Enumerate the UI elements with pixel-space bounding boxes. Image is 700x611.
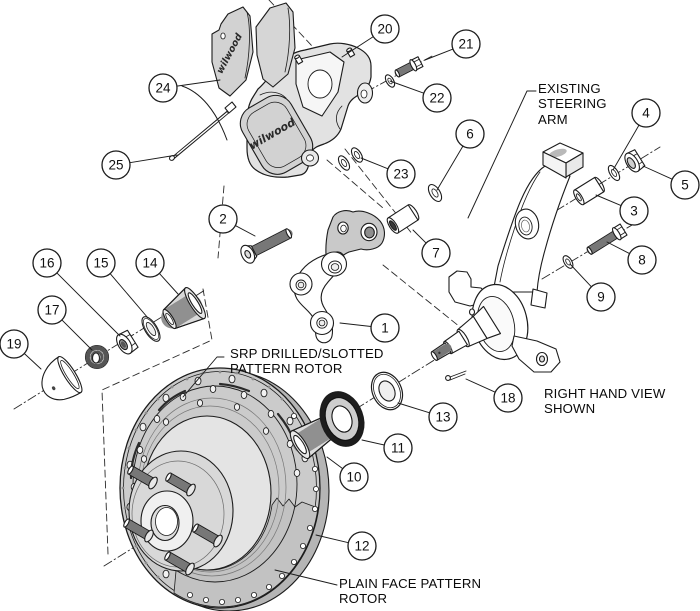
drilled-slotted-rotor	[119, 367, 330, 611]
svg-text:22: 22	[429, 91, 444, 106]
svg-text:2: 2	[219, 212, 227, 227]
steering-arm-washer	[607, 164, 621, 182]
outer-bearing	[161, 287, 207, 330]
spindle-washer	[370, 371, 404, 411]
callout-16: 16	[32, 248, 121, 337]
callout-21: 21	[424, 29, 481, 61]
callout-9: 9	[569, 263, 616, 312]
svg-text:19: 19	[6, 337, 21, 352]
steering-knuckle	[430, 142, 584, 373]
pad-retaining-pin	[169, 85, 237, 161]
svg-text:4: 4	[642, 106, 650, 121]
callout-5: 5	[642, 165, 700, 200]
callout-19: 19	[0, 329, 42, 370]
edge-scallops	[186, 412, 319, 606]
callout-1: 1	[339, 313, 400, 343]
spindle-nut-lock	[84, 344, 110, 370]
label-srp-rotor: SRP DRILLED/SLOTTED PATTERN ROTOR	[230, 346, 384, 377]
spindle-flat-washer	[141, 316, 161, 342]
callout-22: 22	[389, 80, 452, 113]
svg-text:9: 9	[597, 290, 605, 305]
knuckle-bolt	[586, 223, 628, 255]
lower-caliper-ear	[511, 335, 561, 373]
callout-12: 12	[315, 531, 377, 561]
brake-pad-outer	[255, 2, 296, 88]
caliper-mount-washers	[337, 147, 364, 171]
bleed-screw-2	[346, 47, 356, 58]
bleed-screw	[294, 54, 304, 65]
callout-20: 20	[341, 14, 400, 58]
brake-caliper: wilwood	[239, 42, 374, 178]
callout-24: 24	[148, 73, 221, 103]
callout-7: 7	[412, 229, 451, 268]
dust-cap	[41, 355, 83, 401]
svg-text:21: 21	[458, 37, 473, 52]
callout-3: 3	[595, 194, 649, 226]
callout-13: 13	[397, 402, 458, 432]
svg-text:14: 14	[142, 256, 158, 271]
cotter-pin	[445, 370, 467, 381]
label-view-note: RIGHT HAND VIEW SHOWN	[544, 386, 666, 417]
wheel-studs	[123, 465, 223, 576]
anti-rattle-spring	[181, 85, 228, 141]
svg-text:10: 10	[346, 470, 361, 485]
svg-text:5: 5	[681, 178, 689, 193]
svg-text:7: 7	[432, 246, 440, 261]
label-plain-rotor: PLAIN FACE PATTERN ROTOR	[339, 576, 482, 607]
svg-text:23: 23	[393, 167, 408, 182]
svg-text:20: 20	[377, 22, 392, 37]
svg-text:8: 8	[638, 253, 646, 268]
spindle	[430, 305, 502, 361]
brake-pads: wilwood	[211, 2, 296, 97]
svg-text:16: 16	[39, 256, 54, 271]
tie-rod-boss	[514, 208, 540, 240]
svg-text:15: 15	[93, 256, 108, 271]
callout-10: 10	[326, 456, 369, 492]
svg-text:25: 25	[108, 158, 123, 173]
svg-text:13: 13	[435, 410, 450, 425]
svg-text:18: 18	[500, 391, 515, 406]
callout-4: 4	[612, 98, 661, 171]
callout-8: 8	[606, 241, 657, 275]
bracket-spacer	[386, 204, 420, 234]
callout-15: 15	[86, 248, 149, 319]
svg-text:24: 24	[155, 81, 171, 96]
steering-arm-nut	[624, 149, 646, 173]
svg-text:17: 17	[44, 303, 59, 318]
caliper-bracket	[289, 210, 385, 344]
grease-seal	[319, 391, 365, 447]
callout-6: 6	[436, 119, 485, 191]
drilled-holes	[126, 374, 309, 579]
callout-18: 18	[465, 378, 523, 413]
callout-11: 11	[361, 433, 413, 463]
callout-25: 25	[101, 150, 178, 180]
label-existing-steering-arm: EXISTING STEERING ARM	[538, 81, 607, 127]
svg-text:1: 1	[381, 321, 389, 336]
callout-14: 14	[135, 248, 179, 295]
callout-23: 23	[360, 157, 416, 189]
brake-pad-inner	[211, 6, 254, 97]
bracket-washer	[427, 183, 443, 203]
plain-face-pattern-area	[173, 497, 319, 608]
bracket-bolt	[240, 228, 293, 264]
spindle-nut	[116, 329, 139, 355]
svg-text:12: 12	[354, 539, 369, 554]
label-leaders	[182, 90, 537, 586]
callout-2: 2	[208, 204, 256, 237]
svg-text:6: 6	[466, 127, 474, 142]
svg-text:3: 3	[630, 204, 638, 219]
svg-text:11: 11	[391, 441, 405, 456]
steering-arm-spacer	[573, 176, 605, 206]
banjo-bolt	[394, 56, 424, 78]
callout-17: 17	[37, 295, 93, 351]
